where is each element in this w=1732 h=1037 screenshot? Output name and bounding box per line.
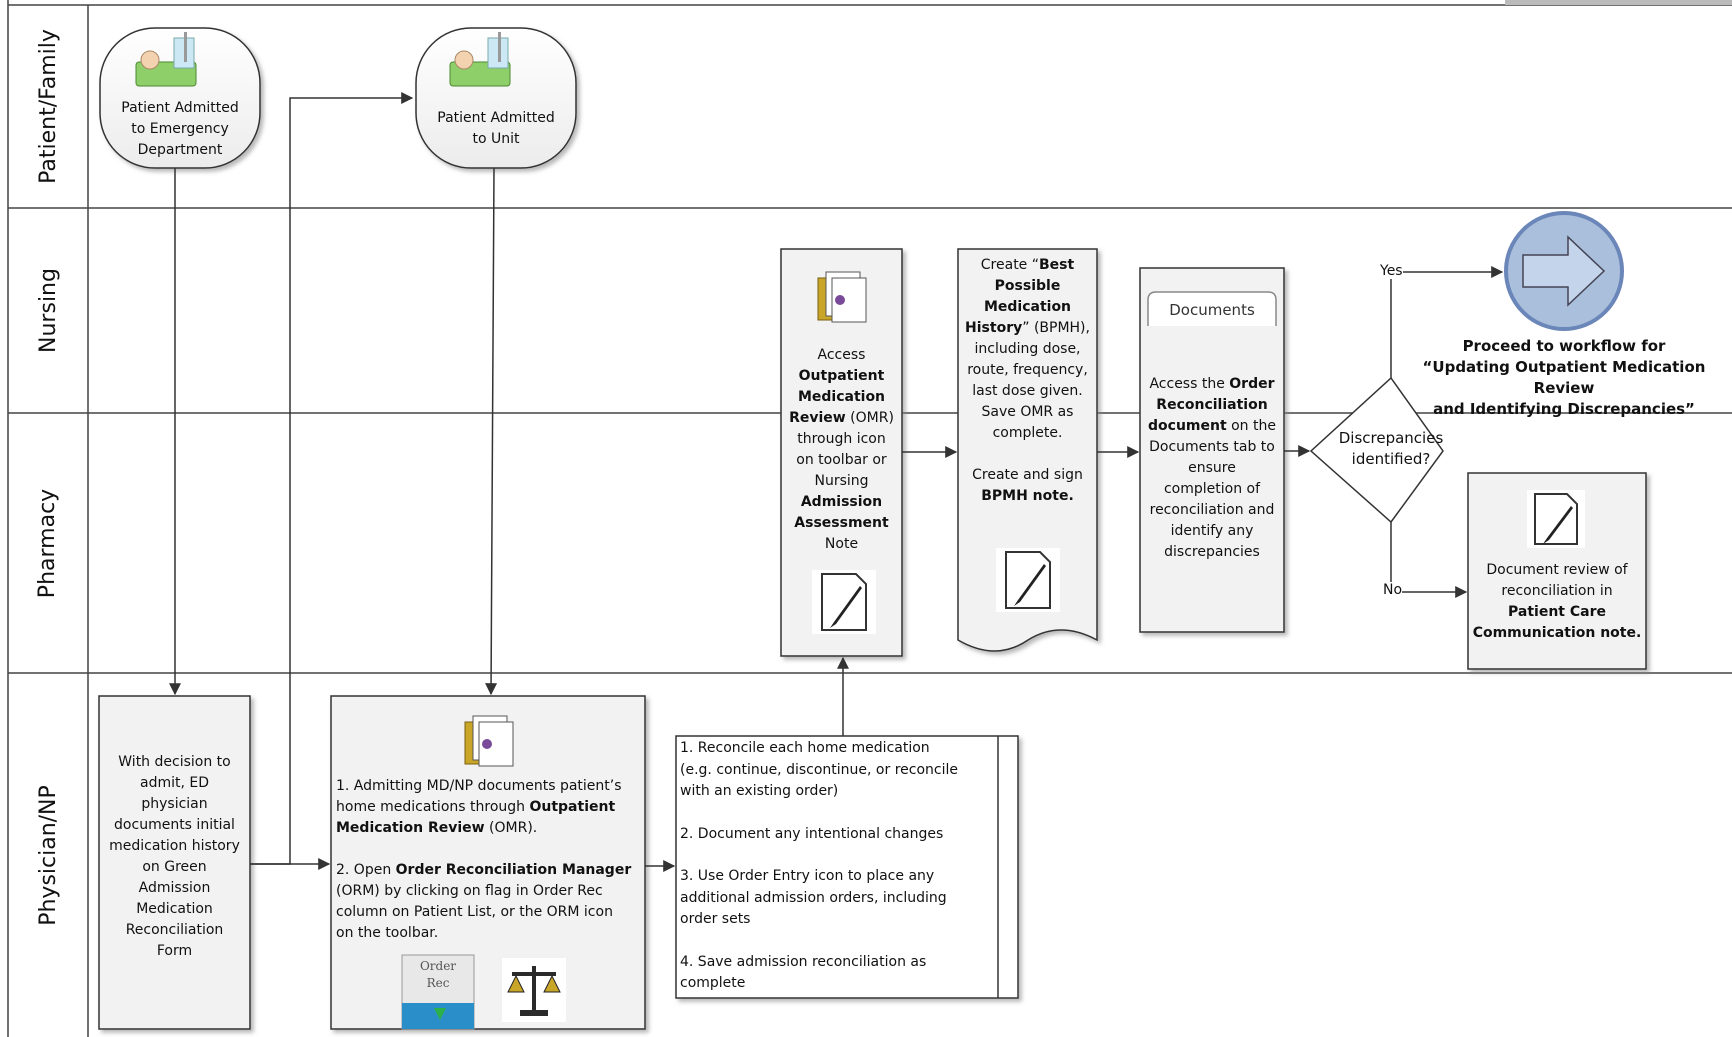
proceed-text: Proceed to workflow for “Updating Outpat… bbox=[1422, 337, 1706, 418]
pcc-note-box bbox=[1467, 472, 1647, 670]
no-label: No bbox=[1383, 582, 1403, 598]
offpage-connector bbox=[1504, 211, 1624, 331]
documents-box bbox=[1139, 267, 1285, 633]
connectors bbox=[169, 92, 1504, 872]
yes-label: Yes bbox=[1380, 263, 1403, 279]
admit-ed-text: Patient Admitted to Emergency Department bbox=[121, 100, 239, 158]
patient-bed-icon bbox=[135, 32, 197, 87]
ed-physician-box bbox=[98, 695, 251, 1030]
patient-admitted-unit-node bbox=[415, 27, 577, 169]
documents-text: Access the Order Reconciliation document… bbox=[1148, 376, 1276, 560]
lane-physician-np: Physician/NP bbox=[35, 784, 61, 926]
bpmh-text: Create “Best Possible Medication History… bbox=[965, 257, 1090, 504]
lane-pharmacy: Pharmacy bbox=[35, 488, 61, 598]
bpmh-document-box bbox=[957, 248, 1098, 652]
reconcile-steps-text: 1. Reconcile each home medication (e.g. … bbox=[680, 740, 958, 991]
order-rec-flag-icon bbox=[401, 954, 475, 1030]
patient-admitted-ed-node bbox=[99, 27, 261, 169]
lane-nursing: Nursing bbox=[35, 268, 61, 353]
swimlanes bbox=[7, 0, 1732, 1037]
patient-bed-icon bbox=[449, 32, 511, 87]
arrow-right-icon bbox=[1522, 235, 1606, 307]
ed-physician-text: With decision to admit, ED physician doc… bbox=[109, 754, 240, 959]
lane-patient-family: Patient/Family bbox=[35, 29, 61, 184]
note-pen-icon bbox=[996, 548, 1060, 612]
pcc-note-text: Document review of reconciliation in Pat… bbox=[1472, 562, 1642, 641]
reconcile-steps-box bbox=[675, 735, 1019, 999]
documents-tab: Documents bbox=[1169, 301, 1255, 319]
note-pen-icon bbox=[812, 570, 876, 634]
decision-text: Discrepancies identified? bbox=[1338, 429, 1444, 468]
folder-documents-icon bbox=[464, 715, 514, 767]
order-rec-label: Order Rec bbox=[419, 959, 457, 990]
note-pen-icon bbox=[1527, 490, 1585, 548]
admit-unit-text: Patient Admitted to Unit bbox=[437, 110, 555, 147]
admitting-md-text: 1. Admitting MD/NP documents patient’s h… bbox=[336, 778, 632, 941]
folder-documents-icon bbox=[817, 271, 867, 323]
access-omr-text: Access Outpatient Medication Review (OMR… bbox=[789, 347, 894, 552]
scales-icon bbox=[502, 958, 566, 1022]
